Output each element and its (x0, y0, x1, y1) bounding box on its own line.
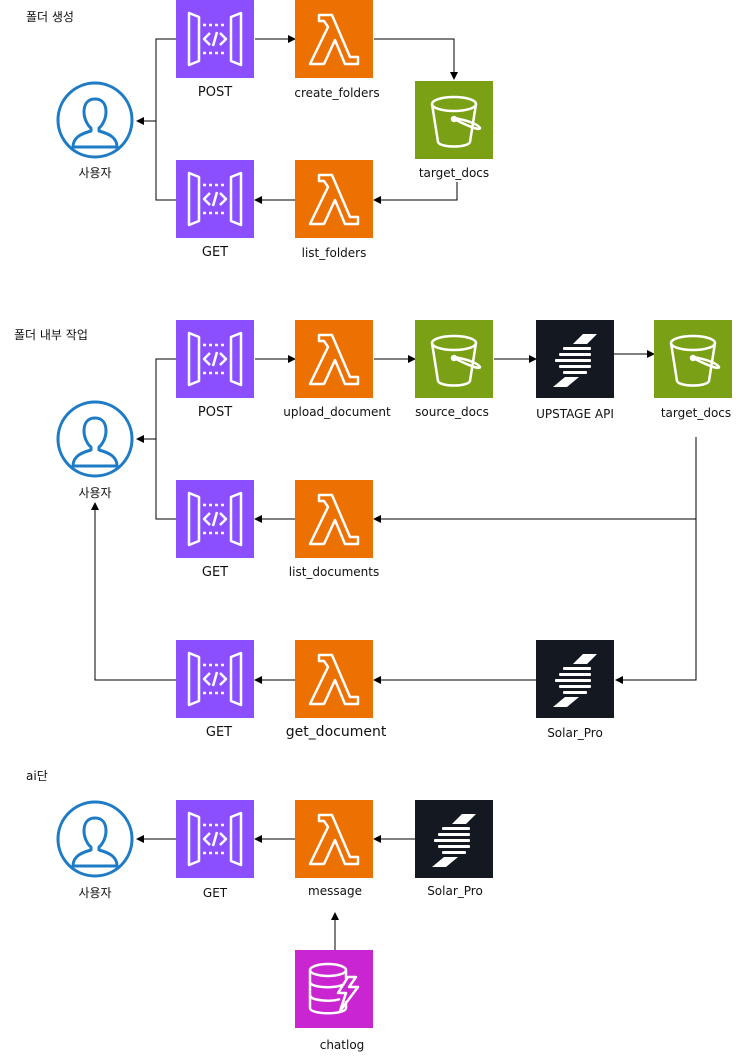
s3-bucket-icon (654, 320, 732, 398)
upstage-icon (536, 640, 614, 718)
solar-pro-label: Solar_Pro (547, 726, 603, 740)
message-label: message (308, 884, 362, 898)
user-label: 사용자 (78, 886, 112, 900)
lambda-icon (295, 480, 373, 558)
user-label: 사용자 (78, 486, 112, 500)
upstage-icon (415, 800, 493, 878)
lambda-icon (295, 320, 373, 398)
upstage-icon (536, 320, 614, 398)
get-label: GET (201, 245, 229, 260)
section-title-ai: ai단 (26, 769, 48, 783)
edge-target-docs1-to-list-folders (373, 182, 458, 204)
source-docs-label: source_docs (415, 405, 489, 419)
section-title-folder-work: 폴더 내부 작업 (14, 328, 88, 342)
list-documents-label: list_documents (288, 565, 380, 579)
user-icon (56, 81, 134, 159)
edge-post1-to-user1 (136, 38, 176, 125)
list-folders-label: list_folders (301, 246, 367, 260)
api-gateway-icon (176, 320, 254, 398)
user-icon (56, 800, 134, 878)
api-gateway-icon (176, 640, 254, 718)
target-docs-label: target_docs (660, 406, 732, 420)
s3-bucket-icon (415, 81, 493, 159)
user-icon (56, 400, 134, 478)
get-label: GET (205, 725, 233, 740)
create-folders-label: create_folders (294, 86, 380, 100)
lambda-icon (295, 0, 373, 78)
edge-get3-to-user2 (91, 502, 176, 681)
lambda-icon (295, 800, 373, 878)
edge-target-docs2-to-solar-pro1 (615, 519, 697, 684)
api-gateway-icon (176, 0, 254, 78)
lambda-icon (295, 160, 373, 238)
get-label: GET (201, 565, 229, 580)
upstage-api-label: UPSTAGE API (536, 407, 614, 421)
edge-get2-to-user2 (155, 439, 176, 520)
user-label: 사용자 (78, 166, 112, 180)
section-title-folder-create: 폴더 생성 (26, 10, 74, 24)
upload-document-label: upload_document (283, 405, 391, 419)
api-gateway-icon (176, 480, 254, 558)
lambda-icon (295, 640, 373, 718)
api-gateway-icon (176, 800, 254, 878)
edge-get1-to-user1 (155, 121, 176, 201)
api-gateway-icon (176, 160, 254, 238)
chatlog-label: chatlog (319, 1038, 365, 1052)
edge-create-folders-to-target-docs1 (374, 38, 458, 80)
get-document-label: get_document (285, 724, 387, 740)
edge-target-docs2-to-list-documents (373, 437, 697, 523)
get-label: GET (202, 886, 228, 900)
target-docs-label: target_docs (418, 166, 490, 180)
post-label: POST (197, 405, 233, 420)
post-label: POST (197, 85, 233, 100)
s3-bucket-icon (415, 320, 493, 398)
edge-post2-to-user2 (136, 358, 176, 443)
dynamodb-icon (295, 950, 373, 1028)
solar-pro-label: Solar_Pro (427, 884, 483, 898)
